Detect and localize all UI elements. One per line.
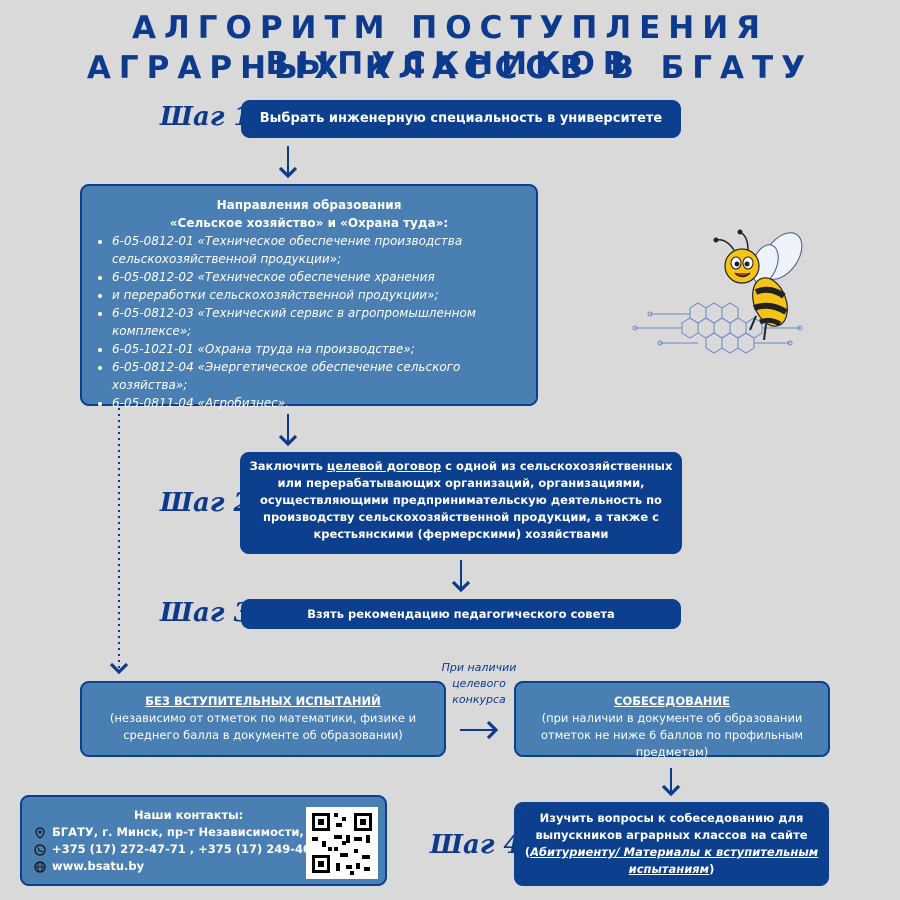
directions-heading-1: Направления образования	[216, 198, 402, 212]
contacts-box: Наши контакты: БГАТУ, г. Минск, пр-т Нез…	[20, 795, 387, 886]
web-row: www.bsatu.by	[34, 858, 373, 875]
list-item: 6-05-0812-03 «Технический сервис в агроп…	[112, 304, 528, 340]
step-1-label: Шаг 1	[160, 102, 252, 132]
step-4-box: Изучить вопросы к собеседованию для выпу…	[514, 802, 829, 886]
list-item: 6-05-0812-04 «Энергетическое обеспечение…	[112, 358, 528, 394]
directions-list: 6-05-0812-01 «Техническое обеспечение пр…	[90, 232, 528, 412]
list-item: 6-05-1021-01 «Охрана труда на производст…	[112, 340, 528, 358]
interview-text: (при наличии в документе об образовании …	[540, 711, 804, 759]
step-2-box: Заключить целевой договор с одной из сел…	[240, 452, 682, 554]
location-icon	[35, 826, 45, 839]
title-line-1: АЛГОРИТМ ПОСТУПЛЕНИЯ ВЫПУСКНИКОВ	[131, 10, 769, 82]
interview-title: СОБЕСЕДОВАНИЕ	[614, 694, 730, 708]
step-4-open-paren: (	[524, 845, 531, 859]
target-contract-link[interactable]: целевой договор	[326, 459, 442, 473]
phone-text[interactable]: +375 (17) 272-47-71 , +375 (17) 249-40-8…	[52, 842, 332, 856]
globe-icon	[34, 860, 46, 873]
step-4-text: Изучить вопросы к собеседованию для выпу…	[535, 811, 808, 842]
directions-heading-2: «Сельское хозяйство» и «Охрана туда»:	[169, 216, 449, 230]
step-3-label: Шаг 3	[160, 598, 252, 628]
no-exam-title: БЕЗ ВСТУПИТЕЛЬНЫХ ИСПЫТАНИЙ	[145, 694, 381, 708]
step-2-text-pre: Заключить	[249, 459, 327, 473]
phone-row: +375 (17) 272-47-71 , +375 (17) 249-40-8…	[34, 841, 373, 858]
list-item: 6-05-0812-01 «Техническое обеспечение пр…	[112, 232, 528, 268]
title-line-2: АГРАРНЫХ КЛАССОВ В БГАТУ	[86, 50, 814, 86]
no-exam-text: (независимо от отметок по математики, фи…	[109, 711, 417, 742]
step-2-text-post: с одной из сельскохозяйственных или пере…	[260, 459, 673, 541]
step-1-box: Выбрать инженерную специальность в униве…	[241, 100, 681, 138]
list-item: 6-05-0811-04 «Агробизнес».	[112, 394, 528, 412]
list-item: и переработки сельскохозяйственной проду…	[112, 286, 528, 304]
address-text: БГАТУ, г. Минск, пр-т Независимости, 99	[52, 825, 324, 839]
step-2-label: Шаг 2	[160, 488, 252, 518]
step-4-label: Шаг 4	[430, 830, 522, 860]
bee	[713, 229, 803, 341]
phone-icon	[34, 843, 46, 856]
materials-link[interactable]: Абитуриенту/ Материалы к вступительным и…	[530, 845, 819, 876]
honeycomb-pattern	[632, 302, 803, 354]
qr-code[interactable]	[306, 807, 378, 879]
bee-illustration	[632, 229, 803, 354]
list-item: 6-05-0812-02 «Техническое обеспечение хр…	[112, 268, 528, 286]
condition-note: При наличии целевого конкурса	[441, 661, 517, 706]
directions-box: Направления образования «Сельское хозяйс…	[80, 184, 538, 410]
step-4-close-paren: )	[709, 862, 715, 876]
address-row: БГАТУ, г. Минск, пр-т Независимости, 99	[34, 824, 373, 841]
contacts-heading: Наши контакты:	[134, 808, 244, 822]
web-link[interactable]: www.bsatu.by	[52, 859, 145, 873]
no-exam-box: БЕЗ ВСТУПИТЕЛЬНЫХ ИСПЫТАНИЙ (независимо …	[80, 681, 446, 757]
step-3-box: Взять рекомендацию педагогического совет…	[241, 599, 681, 629]
interview-box: СОБЕСЕДОВАНИЕ (при наличии в документе о…	[514, 681, 830, 759]
